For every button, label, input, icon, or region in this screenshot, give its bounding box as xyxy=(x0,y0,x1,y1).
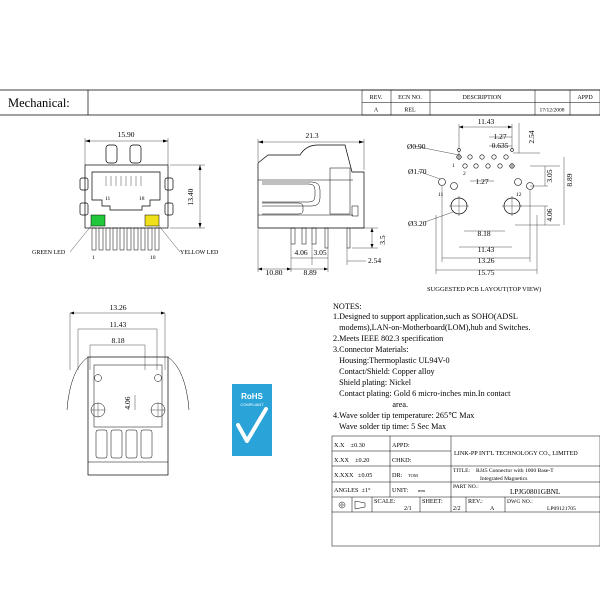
company-name: LINK-PP INT'L TECHNOLOGY CO., LIMITED xyxy=(454,450,578,457)
side-view: 21.3 3.5 4.06 3.05 2.54 xyxy=(257,131,387,277)
rohs-logo: RoHS COMPLIANT xyxy=(232,384,272,456)
dim-8-89-pcb: 8.89 xyxy=(565,173,574,186)
dim-dia-3-20: Ø3.20 xyxy=(408,219,427,228)
dim-11-43-pcb: 11.43 xyxy=(478,245,495,254)
note-line: 1.Designed to support application,such a… xyxy=(333,312,518,321)
dim-3-5: 3.5 xyxy=(378,235,387,245)
section-title: Mechanical: xyxy=(8,96,70,110)
note-line: Wave solder tip time: 5 Sec Max xyxy=(333,422,446,431)
part-no-label: PART NO.: xyxy=(453,484,479,490)
pcb-pin-1: 1 xyxy=(452,163,455,169)
scale-value: 2/1 xyxy=(404,506,412,512)
yellow-led-label: YELLOW LED xyxy=(180,250,219,256)
dim-8-18-pcb: 8.18 xyxy=(477,229,490,238)
dim-11-43-top: 11.43 xyxy=(478,117,495,126)
notes: NOTES: 1.Designed to support application… xyxy=(333,302,530,431)
rev-value: A xyxy=(374,108,379,114)
appd-header: APPD xyxy=(577,95,593,101)
dim-1-27: 1.27 xyxy=(475,177,488,186)
unit-value: mm xyxy=(418,488,426,493)
dim-dia-1-70: Ø1.70 xyxy=(408,167,427,176)
dim-8-18-bottom: 8.18 xyxy=(111,336,124,345)
note-line: 4.Wave solder tip temperature: 265℃ Max xyxy=(333,411,474,420)
ecn-header: ECN NO. xyxy=(398,95,422,101)
note-line: Housing:Thermoplastic UL94V-0 xyxy=(333,356,450,365)
pin-1-label: 1 xyxy=(92,255,95,261)
title-value-1: RJ45 Connector with 1000 Base-T xyxy=(476,468,554,474)
pcb-caption: SUGGESTED PCB LAYOUT(TOP VIEW) xyxy=(427,286,541,293)
pin-10-label: 10 xyxy=(150,255,156,261)
svg-text:COMPLIANT: COMPLIANT xyxy=(240,402,264,407)
note-line: modems),LAN-on-Motherboard(LOM),hub and … xyxy=(333,323,530,332)
pcb-pin-12: 12 xyxy=(516,192,522,198)
sheet-value: 2/2 xyxy=(453,506,461,512)
unit-label: UNIT: xyxy=(392,487,408,494)
pin-11-label: 11 xyxy=(105,196,111,202)
title-block: X.X ±0.30 X.XX ±0.20 X.XXX ±0.05 ANGLES … xyxy=(331,435,600,547)
rev-label: REV.: xyxy=(468,498,483,505)
pcb-pin-2: 2 xyxy=(463,171,466,177)
pcb-pin-11: 11 xyxy=(438,192,444,198)
tolerance-1: X.X ±0.30 xyxy=(334,442,365,449)
rev-date: 17/12/2008 xyxy=(539,108,564,114)
svg-text:RoHS: RoHS xyxy=(241,392,263,401)
bottom-view: 13.26 11.43 8.18 4.06 xyxy=(66,303,190,476)
dim-13-40: 13.40 xyxy=(186,188,195,205)
note-line: 2.Meets IEEE 802.3 specification xyxy=(333,334,443,343)
dim-21-3: 21.3 xyxy=(305,131,318,140)
dim-13-26-bottom: 13.26 xyxy=(110,303,127,312)
green-led-indicator xyxy=(90,214,106,227)
front-view: 15.90 11 18 xyxy=(32,130,219,261)
rev-value-block: A xyxy=(490,506,495,512)
part-no-value: LPJG0801GBNL xyxy=(510,488,560,496)
dim-dia-0-90: Ø0.90 xyxy=(407,142,426,151)
dim-8-89-side: 8.89 xyxy=(303,268,316,277)
title-value-2: Integrated Magnetics xyxy=(480,476,527,482)
appd-label: APPD: xyxy=(392,442,410,449)
dim-1-27-top: 1.27 xyxy=(493,132,506,141)
dr-value: TOM xyxy=(408,473,418,478)
ecn-value: REL xyxy=(404,108,416,114)
tolerance-3: X.XXX ±0.05 xyxy=(334,472,372,479)
dim-3-05-side: 3.05 xyxy=(313,248,326,257)
note-line: area. xyxy=(333,400,408,409)
note-line: Contact/Shield: Copper alloy xyxy=(333,367,436,376)
dim-15-75-pcb: 15.75 xyxy=(478,268,495,277)
dim-2-54-pcb: 2.54 xyxy=(527,130,536,143)
green-led-label: GREEN LED xyxy=(32,250,66,256)
revision-table: REV. ECN NO. DESCRIPTION APPD A REL 17/1… xyxy=(361,89,600,116)
rev-header: REV. xyxy=(370,95,383,101)
note-line: Contact plating: Gold 6 micro-inches min… xyxy=(333,389,511,398)
tolerance-2: X.XX ±0.20 xyxy=(334,457,369,464)
yellow-led-indicator xyxy=(144,214,160,227)
dim-0-635: 0.635 xyxy=(492,141,509,150)
sheet-label: SHEET: xyxy=(422,498,443,505)
angle-tolerance: ANGLES ±1° xyxy=(334,487,371,494)
chkd-label: CHKD: xyxy=(392,457,412,464)
dwg-no-value: LP09121705 xyxy=(547,506,576,512)
dim-4-06-bottom: 4.06 xyxy=(123,396,132,409)
description-header: DESCRIPTION xyxy=(462,95,502,101)
dwg-no-label: DWG NO.: xyxy=(507,499,533,505)
scale-label: SCALE: xyxy=(374,498,396,505)
dim-4-06-pcb: 4.06 xyxy=(545,208,554,221)
notes-title: NOTES: xyxy=(333,302,362,311)
dim-11-43-bottom: 11.43 xyxy=(110,320,127,329)
dim-13-26-pcb: 13.26 xyxy=(478,256,495,265)
dr-label: DR: xyxy=(392,472,403,479)
dim-10-80: 10.80 xyxy=(266,268,283,277)
note-line: 3.Connector Materials: xyxy=(333,345,409,354)
title-label: TITLE: xyxy=(453,468,471,474)
pcb-layout: 11.43 1.27 0.635 2.54 1 2 11 12 xyxy=(407,117,574,293)
dim-2-54-side: 2.54 xyxy=(368,256,381,265)
pin-18-label: 18 xyxy=(139,196,145,202)
dim-4-06-side: 4.06 xyxy=(294,248,307,257)
dim-3-05-pcb: 3.05 xyxy=(545,169,554,182)
note-line: Shield plating: Nickel xyxy=(333,378,412,387)
dim-15-90: 15.90 xyxy=(118,130,135,139)
